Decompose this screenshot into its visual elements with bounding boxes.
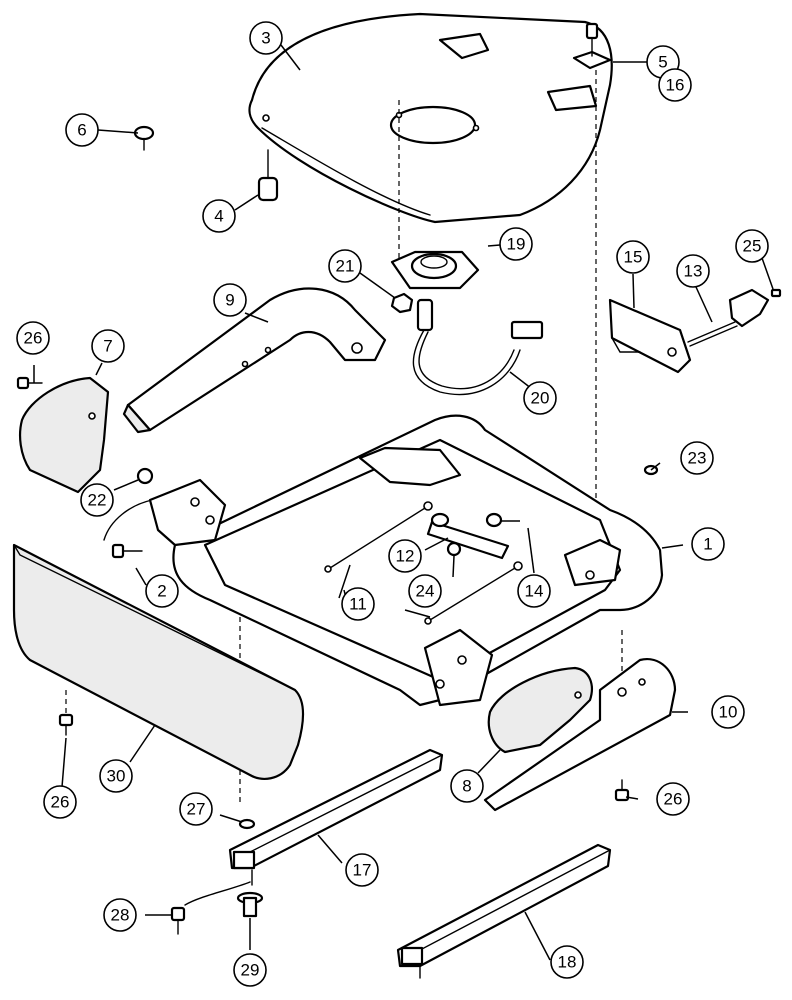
callout-label: 17 [353,861,372,880]
callout-9: 9 [213,283,247,317]
nut [446,541,462,557]
callout-28: 28 [103,898,137,932]
callout-label: 28 [111,906,130,925]
screw [614,779,630,802]
left-side-cover [19,376,110,494]
callout-12: 12 [388,539,422,573]
callout-label: 19 [507,235,526,254]
callout-label: 9 [225,291,234,310]
push-pin [133,125,155,151]
callout-20: 20 [523,381,557,415]
callout-label: 13 [684,262,703,281]
threaded-rod [687,321,738,347]
tension-cable [424,561,523,625]
wire-harness [412,298,544,396]
stud [257,149,279,202]
callout-16: 16 [658,68,692,102]
callout-19: 19 [499,227,533,261]
callout-label: 30 [107,767,126,786]
callout-4: 4 [202,199,236,233]
leader-lines [33,44,774,961]
callout-label: 27 [187,800,206,819]
callout-label: 6 [77,121,86,140]
callout-label: 26 [51,793,70,812]
flange-stud [236,891,264,918]
callout-label: 2 [157,582,166,601]
adjustment-knob [728,288,782,328]
callout-label: 8 [462,777,471,796]
washer [238,818,256,830]
callout-label: 15 [624,248,643,267]
callout-15: 15 [616,240,650,274]
callout-label: 10 [719,703,738,722]
callout-18: 18 [550,945,584,979]
callout-label: 14 [525,582,544,601]
callout-30: 30 [99,759,133,793]
seat-pan-plate [248,12,613,224]
screw [58,713,74,736]
callout-label: 21 [336,257,355,276]
screw [16,376,43,390]
seat-slide-rail-upper [184,748,444,906]
callout-label: 20 [531,389,550,408]
callout-label: 29 [241,961,260,980]
callout-label: 25 [743,237,762,256]
roller-pin [426,512,510,560]
callout-label: 12 [396,547,415,566]
callout-label: 4 [214,207,223,226]
callout-11: 11 [341,587,375,621]
callout-24: 24 [408,574,442,608]
right-support-bracket [483,658,677,812]
swivel-bearing [390,250,480,290]
callout-label: 11 [349,595,367,614]
callout-6: 6 [65,113,99,147]
callout-22: 22 [80,483,114,517]
callout-label: 24 [416,582,435,601]
bolt [170,906,186,935]
seat-slide-rail-lower [396,843,612,979]
callout-10: 10 [711,695,745,729]
callout-label: 5 [658,53,667,72]
callout-1: 1 [691,527,725,561]
callout-27: 27 [179,792,213,826]
tension-cable [324,501,433,573]
callout-26: 26 [656,782,690,816]
nut [390,292,414,314]
callout-3: 3 [249,21,283,55]
callout-25: 25 [735,229,769,263]
callout-23: 23 [680,441,714,475]
nut [136,467,154,485]
callout-29: 29 [233,953,267,987]
callout-17: 17 [345,853,379,887]
callout-label: 26 [24,329,43,348]
callout-21: 21 [328,249,362,283]
callout-26: 26 [43,785,77,819]
callout-label: 7 [103,337,112,356]
clip-with-screw [572,22,612,70]
callout-label: 3 [261,29,270,48]
bolt [103,499,153,559]
callout-26: 26 [16,321,50,355]
callout-label: 1 [703,535,712,554]
callout-label: 26 [664,790,683,809]
callout-7: 7 [91,329,125,363]
callout-label: 22 [88,491,107,510]
callout-label: 16 [666,76,685,95]
left-support-bracket [122,287,387,434]
callout-13: 13 [676,254,710,288]
callout-label: 23 [688,449,707,468]
front-cover [12,543,304,780]
callout-label: 18 [558,953,577,972]
callout-2: 2 [145,574,179,608]
callout-14: 14 [517,574,551,608]
latch-plate [608,298,692,374]
callout-8: 8 [450,769,484,803]
right-side-cover [487,666,593,754]
